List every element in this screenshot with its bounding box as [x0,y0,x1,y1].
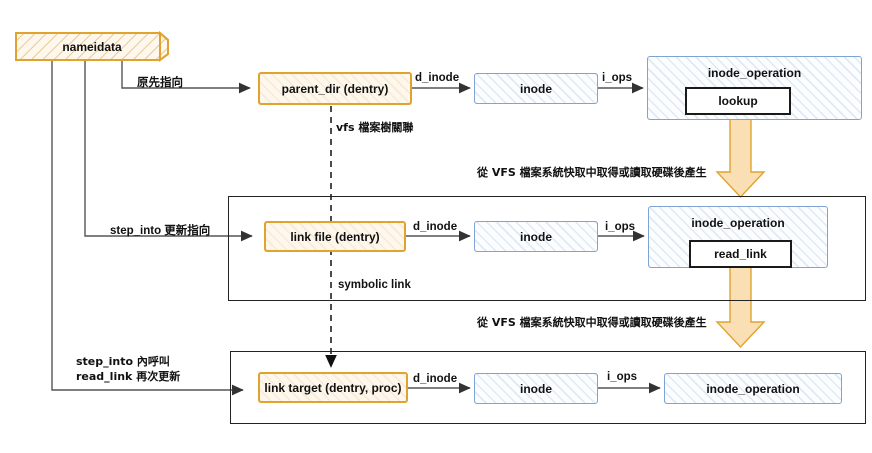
method-lookup[interactable]: lookup [685,87,791,115]
node-link-target[interactable]: link target (dentry, proc) [258,372,408,403]
node-link-file[interactable]: link file (dentry) [264,221,406,252]
edge-label-original-point: 原先指向 [137,77,183,89]
annotation-generated-from-cache-1: 從 VFS 檔案系統快取中取得或讀取硬碟後產生 [477,166,707,179]
node-inode-top[interactable]: inode [474,73,598,104]
annotation-generated-from-cache-2: 從 VFS 檔案系統快取中取得或讀取硬碟後產生 [477,316,707,329]
annotation-symbolic-link: symbolic link [338,279,411,291]
frame-link-target-group [230,351,866,424]
node-inode-operation-mid[interactable]: inode_operation [648,206,828,268]
edge-label-d-inode-top: d_inode [415,72,460,84]
edge-label-d-inode-bottom: d_inode [413,373,458,385]
edge-label-i-ops-top: i_ops [602,72,633,84]
node-nameidata[interactable]: nameidata [62,39,122,54]
node-parent-dir[interactable]: parent_dir (dentry) [258,72,412,105]
edge-label-d-inode-mid: d_inode [413,221,458,233]
method-read-link[interactable]: read_link [689,240,792,268]
edge-label-step-into-update: step_into 更新指向 [110,225,211,237]
node-inode-operation-bottom[interactable]: inode_operation [664,373,842,404]
edge-label-step-into-call: step_into 內呼叫 read_link 再次更新 [76,355,181,383]
edge-label-i-ops-mid: i_ops [605,221,636,233]
annotation-vfs-tree-relation: vfs 檔案樹關聯 [336,121,414,134]
node-inode-mid[interactable]: inode [474,221,598,252]
node-inode-bottom[interactable]: inode [474,373,598,404]
frame-symbolic-link-group [228,196,866,301]
edge-label-i-ops-bottom: i_ops [607,371,638,383]
nameidata-cylinder [15,30,169,62]
